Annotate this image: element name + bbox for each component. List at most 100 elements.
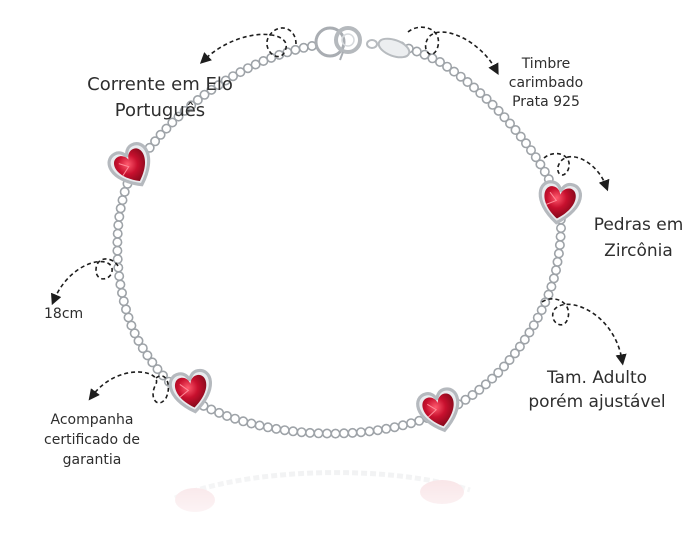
chain-link bbox=[442, 61, 453, 72]
chain-link bbox=[321, 428, 332, 439]
chain-link bbox=[282, 47, 293, 58]
chain-link bbox=[112, 254, 123, 265]
chain-link bbox=[271, 423, 282, 434]
chain-link bbox=[460, 394, 471, 405]
chain-link bbox=[228, 71, 239, 82]
label-certificate-line-3: garantia bbox=[62, 452, 122, 468]
chain-link bbox=[161, 123, 172, 134]
chain-link bbox=[118, 296, 129, 307]
chain-link bbox=[555, 231, 566, 242]
chain-link bbox=[330, 428, 341, 439]
chain-link bbox=[338, 428, 349, 439]
label-stamp-line-3: Prata 925 bbox=[512, 94, 580, 110]
chain-link bbox=[117, 195, 128, 206]
chain-link bbox=[250, 59, 261, 70]
dashed-curved-arrow-icon bbox=[541, 298, 627, 366]
chain-link bbox=[347, 427, 358, 438]
chain-link bbox=[493, 367, 504, 378]
label-stones-line-1: Pedras em bbox=[593, 215, 684, 235]
chain-link bbox=[548, 273, 559, 284]
chain-link bbox=[499, 112, 510, 123]
label-size-line-1: Tam. Adulto bbox=[546, 368, 648, 388]
chain-link bbox=[220, 75, 231, 86]
chain-link bbox=[167, 117, 178, 128]
label-certificate: Acompanha certificado de garantia bbox=[30, 410, 154, 470]
chain-link bbox=[552, 256, 563, 267]
chain-link bbox=[535, 159, 546, 170]
chain-link bbox=[411, 46, 422, 57]
chain-link bbox=[468, 82, 479, 93]
chain-link bbox=[381, 423, 392, 434]
chain-link bbox=[553, 248, 564, 259]
chain-link bbox=[296, 427, 307, 438]
label-size-line-2: porém ajustável bbox=[528, 392, 666, 412]
chain-link bbox=[487, 99, 498, 110]
label-certificate-line-2: certificado de bbox=[44, 432, 140, 448]
chain-link bbox=[304, 427, 315, 438]
label-chain-line-2: Português bbox=[114, 100, 206, 121]
chain-link bbox=[222, 410, 233, 421]
chain-link bbox=[199, 89, 210, 100]
chain-link bbox=[455, 71, 466, 82]
chain-link bbox=[555, 223, 566, 234]
chain-link bbox=[137, 343, 148, 354]
chain-link bbox=[121, 304, 132, 315]
dashed-curved-arrow-icon bbox=[543, 152, 610, 192]
chain-link bbox=[238, 416, 249, 427]
chain-link bbox=[355, 427, 366, 438]
chain-link bbox=[462, 77, 473, 88]
chain-link bbox=[290, 44, 301, 55]
chain-link bbox=[129, 328, 140, 339]
chain-link bbox=[117, 287, 128, 298]
chain-link bbox=[142, 350, 153, 361]
label-stamp: Timbre carimbado Prata 925 bbox=[496, 55, 596, 112]
dashed-curved-arrow-icon bbox=[88, 371, 170, 404]
chain-link bbox=[242, 63, 253, 74]
chain-link bbox=[147, 357, 158, 368]
chain-link bbox=[206, 84, 217, 95]
chain-link bbox=[114, 271, 125, 282]
chain-link bbox=[123, 312, 134, 323]
chain-link bbox=[113, 220, 124, 231]
chain-link bbox=[112, 228, 123, 239]
dashed-curved-arrow-icon bbox=[51, 258, 119, 306]
heart-stone-icon bbox=[416, 387, 460, 433]
chain-link bbox=[493, 105, 504, 116]
chain-link bbox=[520, 138, 531, 149]
chain-link bbox=[112, 245, 123, 256]
chain-link bbox=[480, 379, 491, 390]
callout-arrows bbox=[51, 26, 627, 404]
label-chain-line-1: Corrente em Elo bbox=[87, 74, 233, 95]
chain-link bbox=[474, 384, 485, 395]
chain-link bbox=[213, 80, 224, 91]
chain-link bbox=[113, 262, 124, 273]
chain-link bbox=[192, 95, 203, 106]
chain-link bbox=[230, 413, 241, 424]
chain-link bbox=[550, 265, 561, 276]
chain-link bbox=[179, 105, 190, 116]
chain-link bbox=[543, 289, 554, 300]
label-chain: Corrente em Elo Português bbox=[72, 72, 248, 124]
chain-link bbox=[524, 327, 535, 338]
chain-link bbox=[515, 131, 526, 142]
chain-link bbox=[434, 56, 445, 67]
heart-stone-icon bbox=[107, 142, 151, 187]
chain-link bbox=[114, 211, 125, 222]
chain-link bbox=[546, 281, 557, 292]
chain-link bbox=[115, 203, 126, 214]
chain-link bbox=[119, 186, 130, 197]
spring-ring-clasp-icon bbox=[314, 26, 362, 61]
chain-link bbox=[514, 341, 525, 352]
chain-link bbox=[313, 428, 324, 439]
label-stones-line-2: Zircônia bbox=[604, 241, 673, 261]
chain-link bbox=[532, 312, 543, 323]
chain-link bbox=[150, 136, 161, 147]
chain-link bbox=[279, 425, 290, 436]
chain-link bbox=[539, 166, 550, 177]
chain-link bbox=[246, 418, 257, 429]
chain-link bbox=[449, 66, 460, 77]
chain-link bbox=[528, 320, 539, 331]
chain-link bbox=[530, 152, 541, 163]
chain-link bbox=[364, 426, 375, 437]
